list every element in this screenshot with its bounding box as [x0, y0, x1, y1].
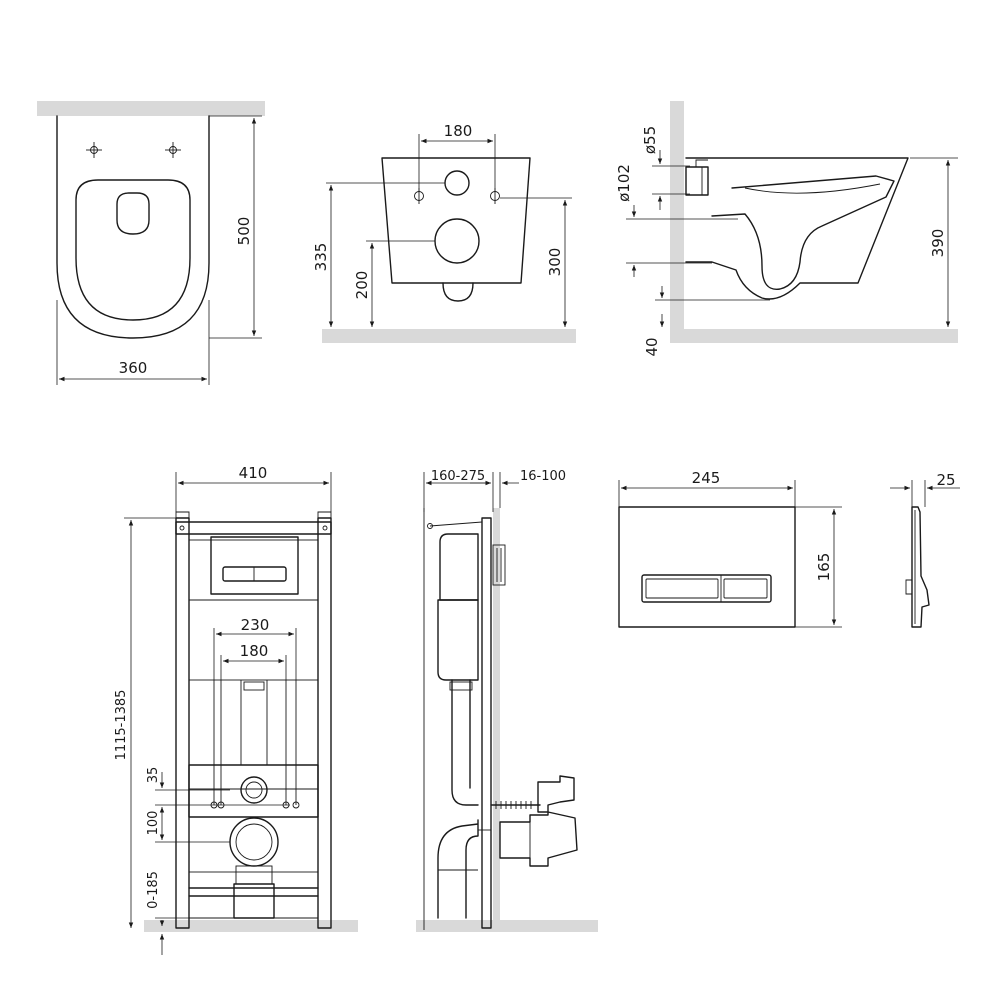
dim-outlet-height-label: 200 [353, 271, 371, 300]
floor-band [670, 329, 958, 343]
outlet-connector-side [499, 811, 578, 867]
dim-fix-height-label: 335 [312, 243, 330, 272]
inlet-connector-icon [240, 776, 268, 804]
dim-height-label: 390 [929, 229, 947, 258]
inlet-spigot [685, 166, 709, 196]
dim-button-height-label: 165 [815, 553, 833, 582]
dim-button-width-label: 245 [692, 469, 721, 487]
dim-button-depth-label: 25 [936, 471, 955, 489]
outlet-elbow [437, 819, 479, 919]
bowl-inner-curve [711, 175, 895, 290]
bowl-foot [442, 282, 474, 302]
bowl-side-outline [685, 157, 909, 300]
fixing-hole-icon [165, 142, 181, 158]
dim-frame-depth-label: 160-275 [431, 469, 485, 484]
frame-side-view: 160-275 16-100 [416, 469, 598, 932]
side-view: ø55 ø102 40 390 [615, 101, 958, 357]
inlet-connector-side [537, 775, 575, 813]
dim-depth-label: 500 [235, 217, 253, 246]
flush-button-icon [222, 566, 287, 582]
dim-spacing-180-label: 180 [240, 642, 269, 660]
frame-post-left [175, 517, 190, 929]
frame-top-rail [175, 521, 332, 535]
fixing-hole-icon [86, 142, 102, 158]
frame-front-view: 410 230 180 [114, 464, 358, 955]
dim-wall-range-label: 16-100 [520, 469, 566, 484]
flush-button-frame [210, 536, 299, 595]
flush-button-view: 245 165 [618, 469, 842, 628]
flush-buttons-icon [641, 574, 772, 603]
dim-spacing-230-label: 230 [241, 616, 270, 634]
wall-band [493, 508, 500, 920]
dim-frame-width-label: 410 [239, 464, 268, 482]
flush-button-side-view: 25 [890, 471, 960, 628]
flush-plate [618, 506, 796, 628]
dim-35-label: 35 [146, 767, 161, 784]
cistern-body [439, 533, 479, 601]
wall-band [37, 101, 265, 116]
inlet-circle [444, 170, 470, 196]
wall-band [670, 101, 684, 329]
floor-band [322, 329, 576, 343]
flush-plate-side [492, 544, 506, 586]
dim-rim-height-label: 300 [546, 248, 564, 277]
dim-gap-label: 40 [643, 337, 661, 356]
bowl-front-outline [381, 157, 531, 284]
dim-width-label: 360 [119, 359, 148, 377]
dim-leg-range-label: 0-185 [146, 871, 161, 909]
dim-inlet-dia-label: ø55 [641, 126, 659, 154]
dim-fix-spacing-label: 180 [444, 122, 473, 140]
seat-outline [75, 179, 191, 321]
frame-post-right [317, 517, 332, 929]
top-view: 500 360 [37, 101, 265, 385]
dim-100-label: 100 [146, 811, 161, 836]
bowl-outline [56, 115, 210, 339]
outlet-connector-icon [229, 817, 279, 867]
dim-outlet-dia-label: ø102 [615, 164, 633, 202]
floor-band [416, 920, 598, 932]
frame-side-post [481, 517, 492, 929]
flush-plate-side-profile [911, 506, 930, 628]
front-view: 180 335 200 300 [312, 122, 576, 343]
outlet-circle [434, 218, 480, 264]
floor-band [144, 920, 358, 932]
water-line [744, 183, 881, 194]
seat-opening [116, 192, 150, 235]
dim-frame-height-label: 1115-1385 [114, 690, 129, 761]
